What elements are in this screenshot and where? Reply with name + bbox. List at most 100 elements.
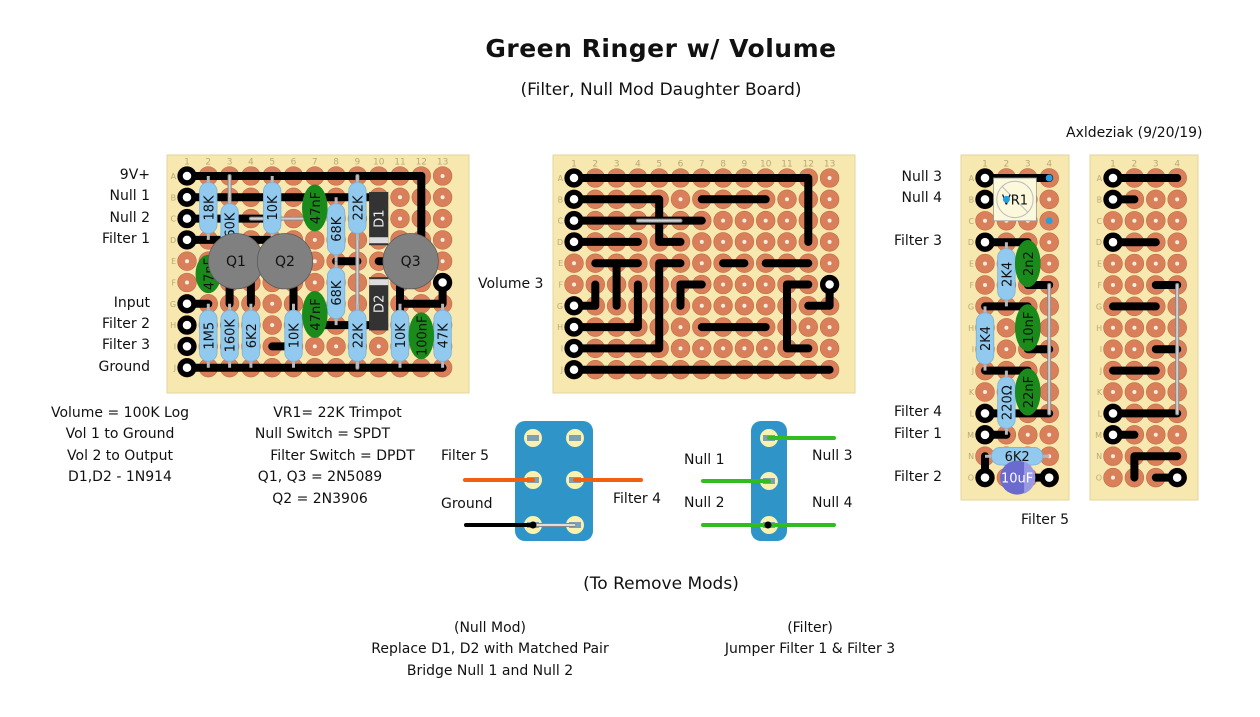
column-number: 13: [437, 158, 448, 168]
resistor-body: [975, 312, 995, 365]
column-number: 2: [205, 158, 211, 168]
pad-hole: [398, 195, 402, 200]
solder-joint: [529, 521, 537, 529]
terminal-hole: [1044, 473, 1054, 482]
diode-band: [369, 279, 389, 286]
pad-hole: [1153, 325, 1158, 330]
column-number: 1: [571, 160, 577, 170]
resistor: 1M5: [199, 309, 218, 362]
column-number: 1: [1110, 160, 1116, 170]
pad-hole: [334, 344, 339, 349]
daughter-bottom-label: Filter 5: [1021, 512, 1070, 528]
resistor-body: [284, 309, 303, 362]
main-board-label: Null 1: [109, 188, 150, 205]
capacitor: 22nF: [1014, 368, 1041, 416]
capacitor-body: [1014, 368, 1041, 416]
capacitor-value: 10nF: [1022, 312, 1037, 344]
trimpot-slot: [1001, 186, 1029, 213]
row-letter: G: [968, 302, 974, 311]
diode-body: [369, 191, 389, 246]
pad-hole: [1153, 432, 1158, 437]
capacitor-value: 2n2: [1022, 251, 1037, 276]
switch-lug-slot: [569, 435, 581, 441]
transistor-label: Q1: [226, 254, 246, 270]
resistor: 2K4: [975, 312, 995, 365]
terminal-hole: [569, 344, 579, 353]
pad-hole: [785, 239, 789, 244]
transistor-label: Q3: [401, 254, 421, 270]
row-letter: K: [969, 388, 975, 397]
terminal-hole: [182, 320, 192, 330]
row-letter: J: [1099, 367, 1102, 376]
row-letter: D: [170, 236, 176, 245]
main-board-label: 9V+: [119, 167, 150, 183]
pad-hole: [1047, 432, 1052, 437]
terminal-hole: [980, 237, 990, 247]
pad-hole: [763, 218, 768, 223]
capacitor-body: [302, 291, 328, 338]
capacitor-value: 47nF: [309, 192, 324, 224]
solder-joint: [764, 521, 772, 529]
main-board-label: Filter 1: [101, 230, 150, 247]
resistor-body: [263, 181, 282, 234]
resistor-value: 10K: [394, 323, 409, 349]
pad-hole: [827, 346, 832, 351]
row-letter: H: [170, 321, 176, 330]
trimpot-pin: [1045, 217, 1053, 225]
remove-mods-heading: (To Remove Mods): [583, 574, 739, 594]
note-line: Vol 1 to Ground: [65, 426, 175, 442]
note-line: Null Switch = SPDT: [254, 426, 391, 442]
page-title: Green Ringer w/ Volume: [485, 34, 837, 63]
pad-hole: [312, 344, 317, 349]
row-letter: A: [969, 174, 975, 183]
null-switch-label-null1: Null 1: [684, 452, 725, 468]
row-letter: B: [558, 195, 564, 204]
terminal-hole: [980, 173, 990, 183]
row-letter: F: [1097, 281, 1102, 290]
column-number: 6: [678, 160, 684, 170]
author-credit: Axldeziak (9/20/19): [1066, 125, 1203, 141]
pad-hole: [312, 237, 317, 242]
resistor-value: 68K: [330, 216, 345, 242]
capacitor: 2n2: [1014, 240, 1041, 288]
terminal-hole: [569, 237, 579, 247]
row-letter: O: [968, 474, 974, 483]
resistor-value: 6K2: [245, 323, 260, 348]
pad-hole: [678, 197, 683, 202]
pad-hole: [1132, 347, 1137, 352]
transistor-body: [256, 233, 314, 290]
pad-hole: [1175, 218, 1180, 223]
daughter-board-label: Null 4: [901, 190, 942, 207]
wire-link: [1130, 452, 1182, 482]
pad-hole: [440, 174, 445, 178]
filter-switch-label-filter4: Filter 4: [613, 491, 662, 507]
column-number: 2: [1004, 160, 1010, 170]
null-mod-heading: (Null Mod): [453, 620, 527, 636]
row-letter: J: [560, 366, 563, 375]
filter-switch: [463, 421, 643, 541]
pad-hole: [1175, 432, 1180, 437]
pad-hole: [440, 216, 445, 221]
pad-hole: [721, 303, 726, 308]
column-number: 11: [394, 158, 405, 168]
pad-hole: [1111, 347, 1115, 352]
resistor: 6K2: [991, 447, 1044, 466]
column-number: 11: [781, 160, 792, 170]
terminal-hole: [569, 365, 579, 374]
pad-hole: [1153, 197, 1158, 202]
trimpot-pin: [1045, 174, 1053, 182]
column-number: 4: [248, 158, 254, 168]
resistor-body: [997, 248, 1016, 301]
main-board-label: Filter 3: [101, 337, 150, 354]
row-letter: D: [968, 238, 974, 247]
switch-lug-slot: [527, 435, 539, 441]
capacitor-body: [408, 312, 435, 360]
pad-hole: [312, 259, 317, 264]
row-letter: J: [173, 364, 176, 373]
row-letter: L: [1098, 409, 1103, 418]
